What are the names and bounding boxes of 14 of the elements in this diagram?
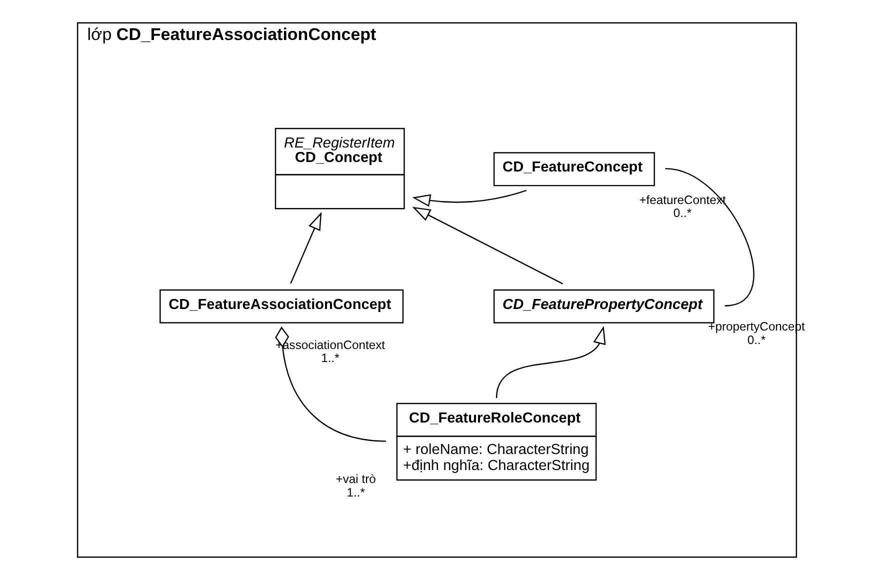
node-label: 1..* <box>346 485 365 500</box>
arrow <box>412 206 564 284</box>
node-box: CD_FeatureAssociationConcept <box>160 289 404 324</box>
node-label: 0..* <box>747 332 766 347</box>
arrow <box>496 326 606 398</box>
connector <box>275 326 386 442</box>
node-label: 1..* <box>321 351 340 366</box>
arrow <box>290 212 322 284</box>
arrow <box>412 190 527 207</box>
node-box: CD_FeaturePropertyConcept <box>493 289 714 324</box>
node-label: +vai trò <box>336 472 376 486</box>
connector <box>665 168 754 306</box>
node-label: 0..* <box>673 206 692 220</box>
node-box: CD_FeatureConcept <box>493 152 655 186</box>
